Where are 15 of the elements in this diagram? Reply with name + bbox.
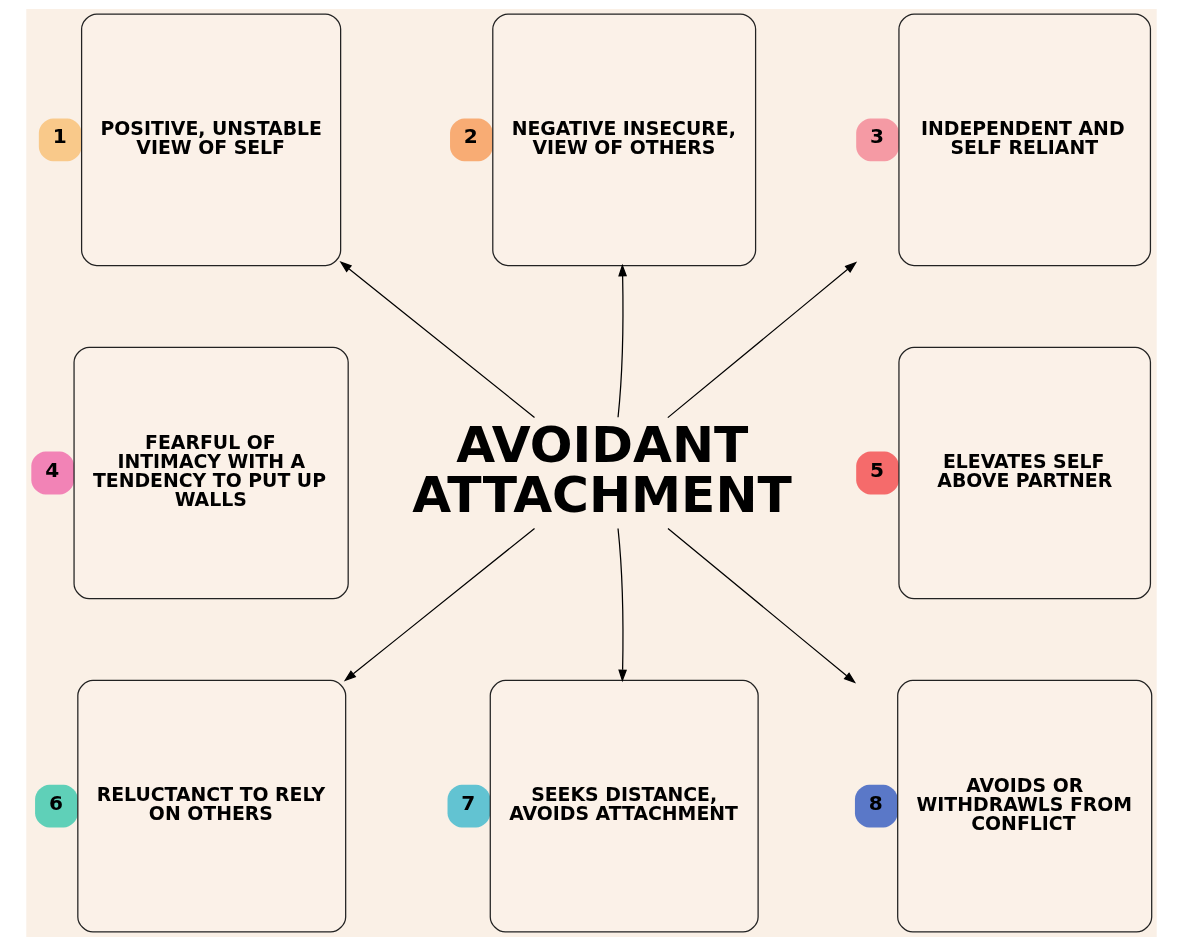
node-label: 1 <box>52 123 67 148</box>
node-label: 6 <box>48 790 63 815</box>
arrow <box>666 261 857 418</box>
node-label: 2 <box>463 123 478 148</box>
node-label: 4 <box>44 457 59 482</box>
node-text: AVOIDANT ATTACHMENT <box>411 414 792 524</box>
arrow <box>616 527 627 682</box>
node-label: 3 <box>869 123 884 148</box>
arrow <box>339 260 535 418</box>
node-label: 7 <box>460 790 475 815</box>
arrow <box>666 527 856 684</box>
node-label: 5 <box>869 457 884 482</box>
node-label: 8 <box>868 790 883 815</box>
arrow <box>616 263 627 418</box>
arrow <box>343 527 535 681</box>
